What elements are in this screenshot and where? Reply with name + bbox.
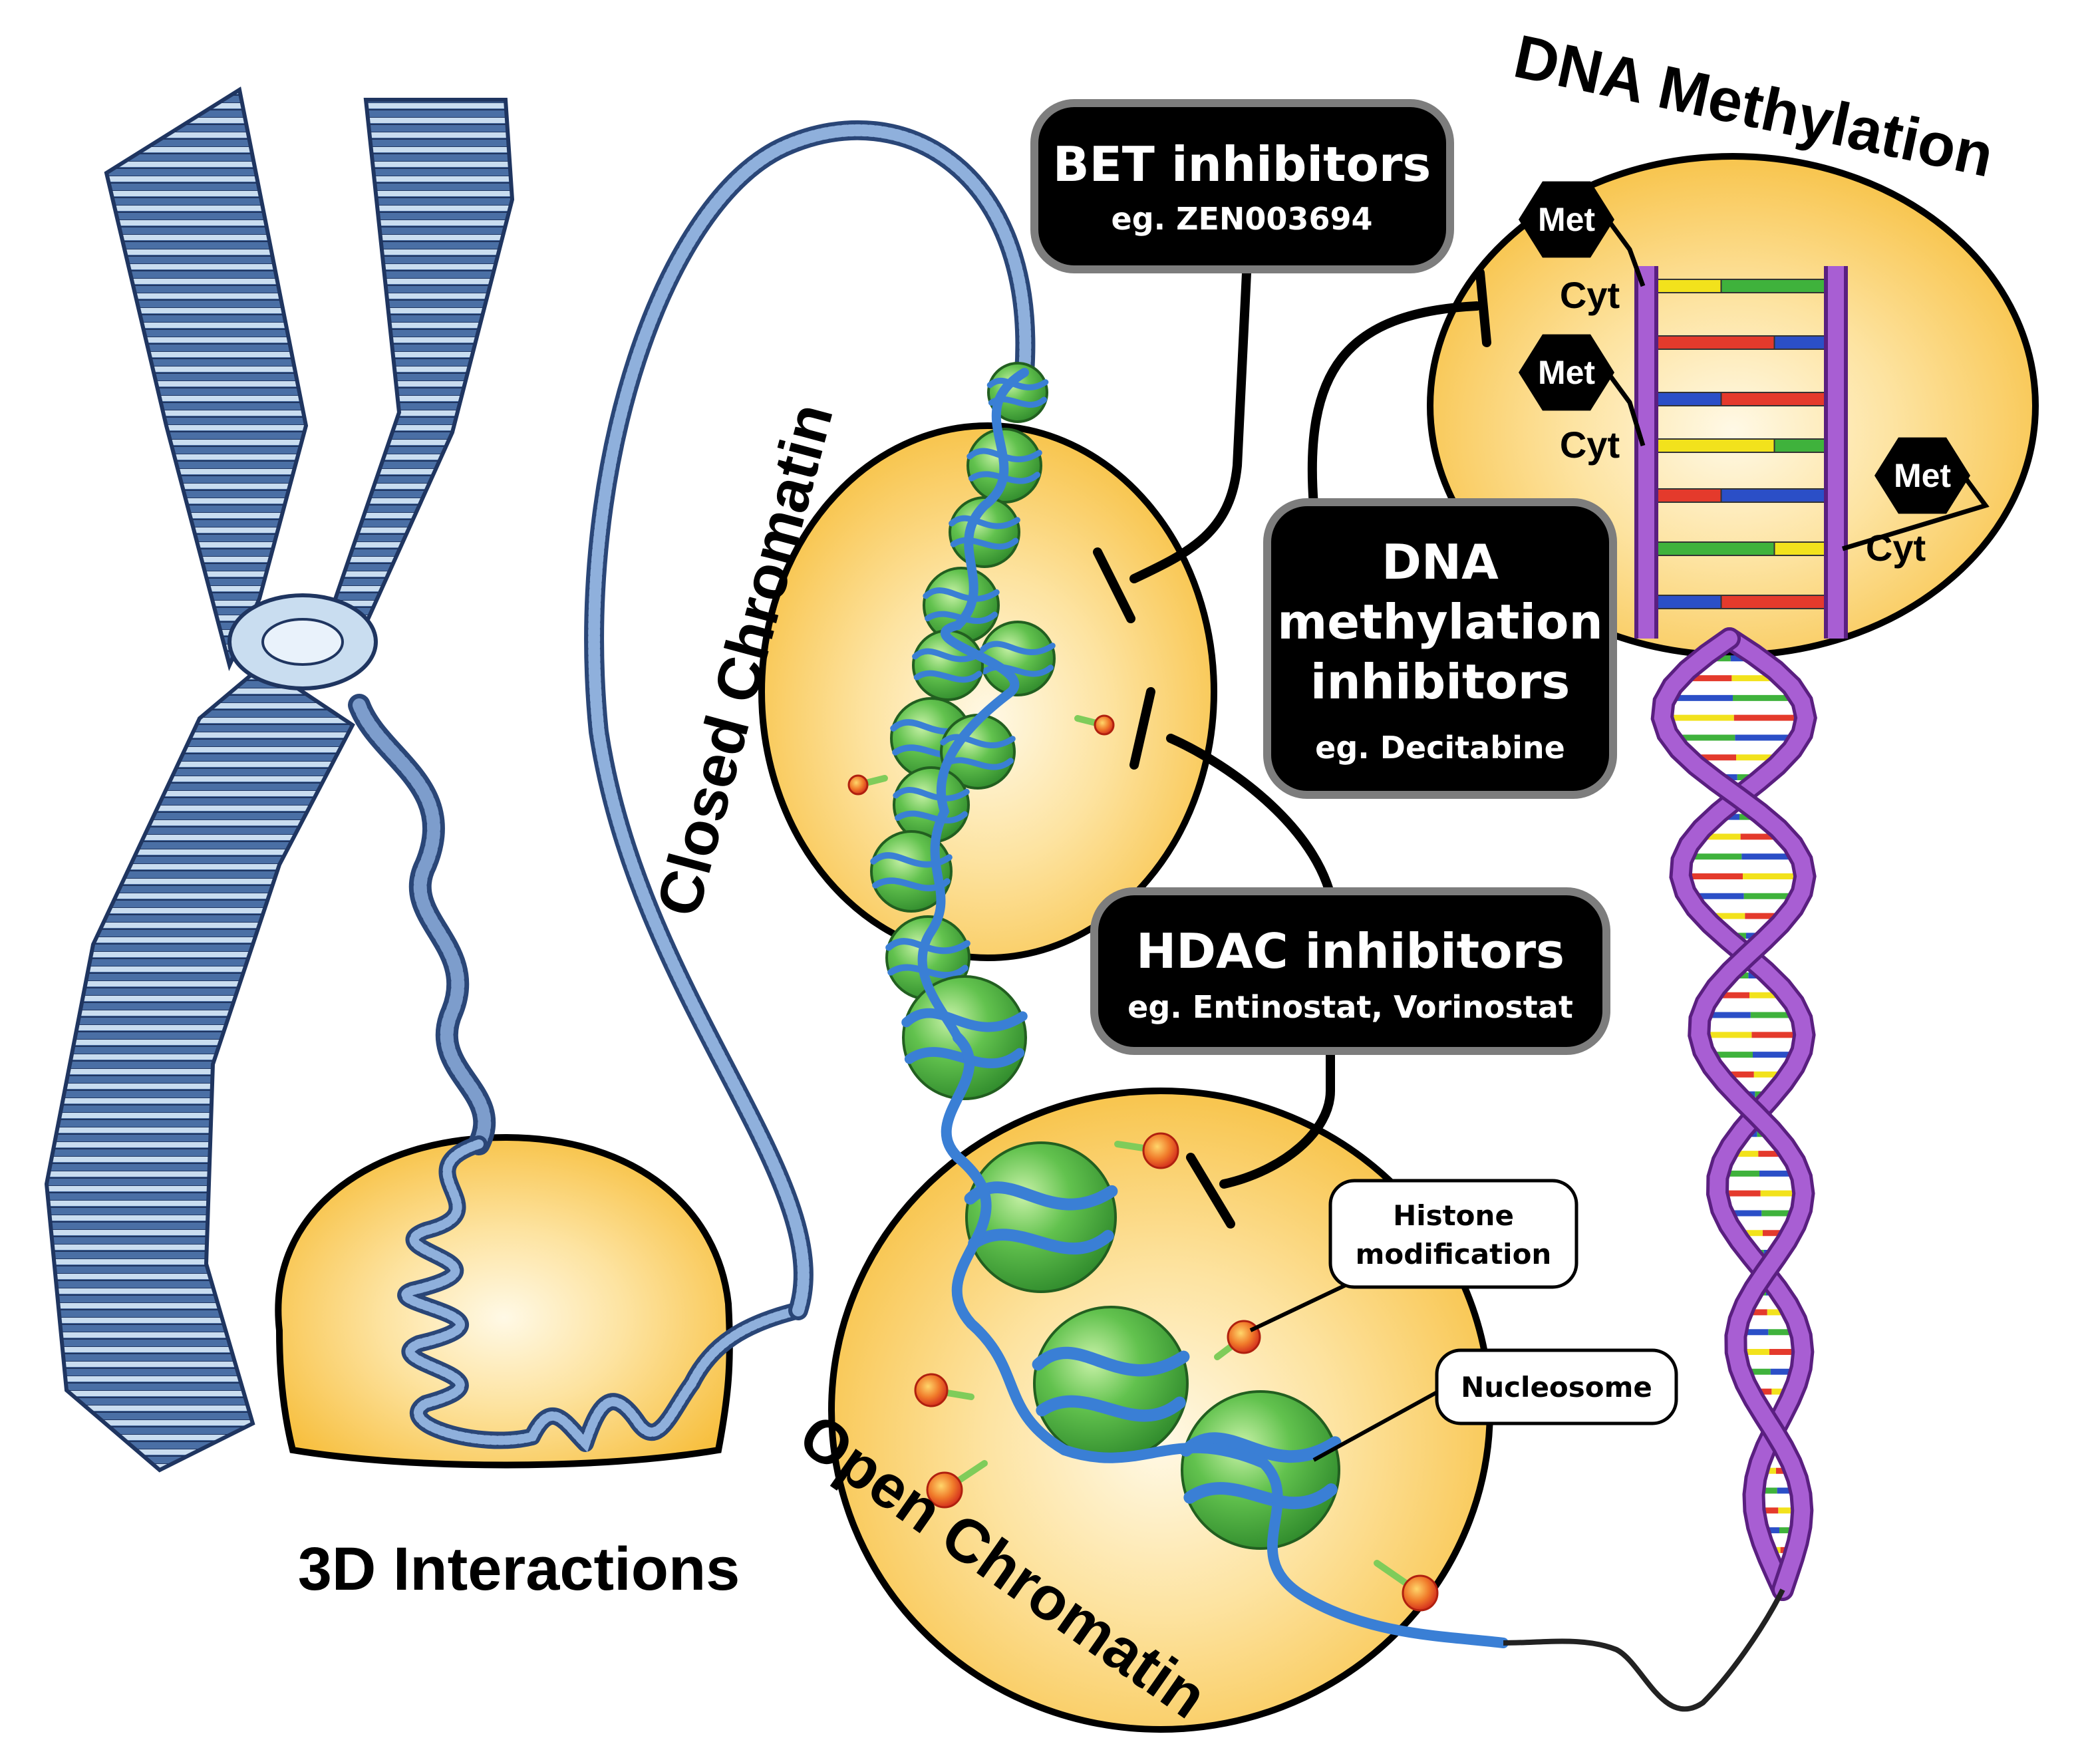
nucleosome-label: Nucleosome [1461, 1371, 1652, 1403]
dna-linker-open [941, 1032, 1509, 1648]
base-pair [1720, 595, 1837, 609]
met-link [1606, 218, 1646, 287]
dna-wrap [940, 734, 1016, 748]
nucleosome [1181, 1390, 1340, 1550]
dna-double-helix [1503, 627, 1817, 1712]
met-link [1841, 474, 1990, 551]
met-hexagon [1519, 334, 1614, 411]
met-link [1606, 370, 1646, 447]
bet-inhibitors-example: eg. ZEN003694 [1112, 201, 1373, 237]
modification-dot [847, 774, 869, 796]
histone-modification-callout: Histone modification [1249, 1179, 1578, 1332]
nucleosome [965, 1141, 1117, 1293]
dna-wrap [913, 670, 982, 683]
modification-dot [1094, 714, 1115, 736]
met-label: Met [1894, 457, 1951, 494]
cyt-label: Cyt [1866, 527, 1926, 569]
helix-strand [1654, 631, 1813, 1598]
dnmt-inhibitors-title-1: DNA [1382, 534, 1499, 590]
base-pair [1646, 335, 1775, 350]
dna-wrap [949, 515, 1020, 529]
nucleosome [923, 567, 1000, 644]
hdac-inhibitors-title: HDAC inhibitors [1136, 923, 1565, 979]
cyt-label: Cyt [1560, 274, 1620, 316]
modification-dot [1142, 1132, 1179, 1169]
base-pair [1720, 279, 1837, 293]
helix-tail [1503, 1588, 1785, 1712]
chromatin-fiber [584, 120, 1036, 1320]
base-pair [1646, 438, 1775, 453]
bet-inhibitors-title: BET inhibitors [1053, 136, 1431, 192]
hdac-inhibitors-box: HDAC inhibitors eg. Entinostat, Vorinost… [1090, 887, 1610, 1055]
modification-dot [914, 1373, 949, 1407]
modification-dot [926, 1471, 963, 1509]
base-pair [1720, 488, 1837, 503]
cyt-label: Cyt [1560, 424, 1620, 466]
nucleosome-group [870, 362, 1342, 1550]
dna-wrap [893, 787, 970, 802]
bet-inhibitors-box: BET inhibitors eg. ZEN003694 [1030, 99, 1454, 273]
chromatin-loops [397, 1135, 807, 1452]
nucleosome [1033, 1306, 1189, 1461]
met-label: Met [1538, 201, 1595, 238]
dna-linker-closed [917, 368, 1029, 1042]
met-label: Met [1538, 354, 1595, 391]
dna-ladder [1634, 266, 1848, 639]
dnmt-inhibitors-title-2: methylation [1277, 594, 1603, 650]
dna-methylation-inhibitors-box: DNA methylation inhibitors eg. Decitabin… [1263, 498, 1617, 799]
dna-wrap [923, 587, 1000, 602]
dna-wrap [968, 1229, 1114, 1254]
dna-wrap [1179, 1432, 1342, 1463]
three-d-interactions-label: 3D Interactions [298, 1535, 740, 1603]
dna-wrap [1036, 1395, 1186, 1422]
met-hexagon [1519, 181, 1614, 258]
dna-wrap [895, 810, 968, 824]
base-pair [1646, 541, 1775, 556]
dna-wrap [1183, 1482, 1338, 1509]
dnmt-inhibitors-title-3: inhibitors [1310, 654, 1570, 710]
histone-mod-label-2: modification [1356, 1238, 1552, 1270]
modification-dot [1402, 1574, 1439, 1612]
dna-wrap [950, 537, 1019, 550]
base-pair [1720, 392, 1837, 406]
dna-wrap [912, 648, 984, 662]
dna-wrap [901, 1008, 1028, 1032]
met-hexagon [1874, 437, 1970, 514]
hdac-inhibitors-example: eg. Entinostat, Vorinostat [1127, 989, 1573, 1025]
dna-wrap [980, 641, 1056, 655]
modification-dot [1227, 1320, 1261, 1354]
dna-wrap [1032, 1346, 1190, 1377]
histone-modifications [847, 714, 1439, 1612]
histone-mod-label-1: Histone [1393, 1199, 1514, 1232]
inhibition-arrows [1093, 255, 1491, 1229]
nucleosome-callout: Nucleosome [1312, 1348, 1678, 1462]
chromosome [44, 86, 515, 1473]
dnmt-inhibitors-example: eg. Decitabine [1315, 730, 1565, 766]
